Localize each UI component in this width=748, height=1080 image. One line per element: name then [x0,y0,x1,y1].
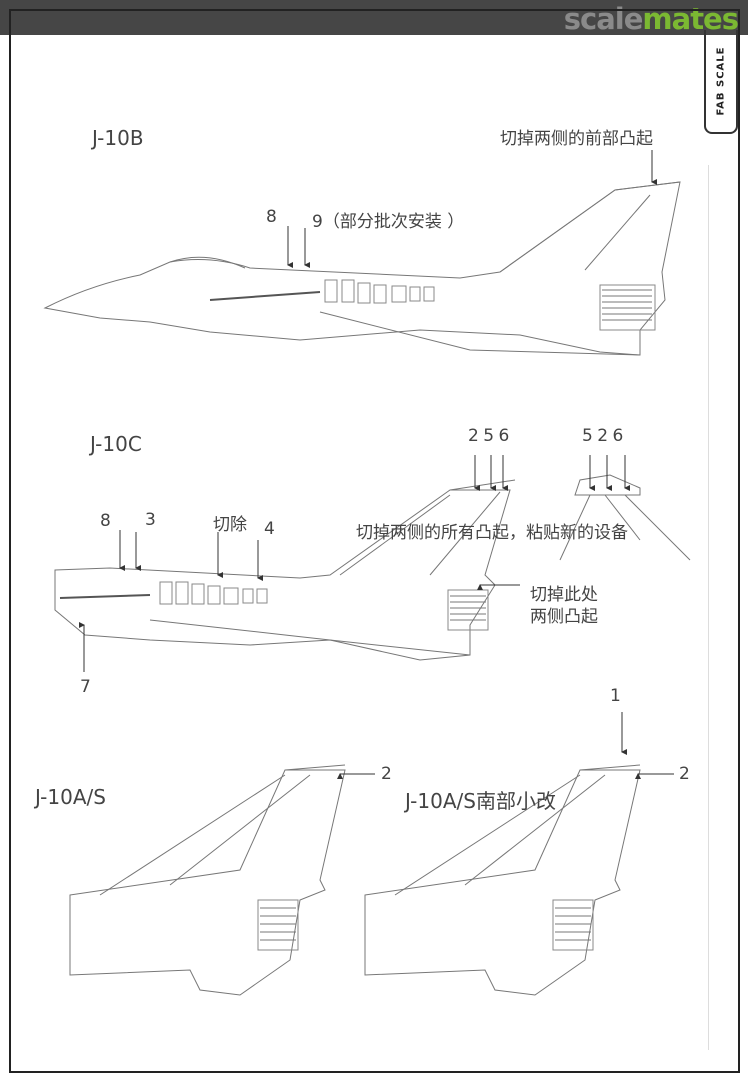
watermark-bar: scalemates [0,0,748,36]
j10as-mod-label-2: 2 [679,764,690,784]
j10b-tail-note: 切掉两侧的前部凸起 [500,129,653,149]
j10as-label-2: 2 [381,764,392,784]
j10b-label-9: 9（部分批次安装 ） [312,212,465,232]
j10c-title: J-10C [90,432,142,456]
j10as-mod-drawing [364,712,674,996]
j10b-drawing [43,150,681,356]
j10c-label-3: 3 [145,510,156,530]
j10as-mod-label-1: 1 [610,686,621,706]
divider [708,165,709,1050]
j10b-label-8: 8 [266,207,277,227]
page-border [9,9,740,1073]
j10as-mod-title: J-10A/S南部小改 [405,789,556,813]
j10c-tail-note: 切掉两侧的所有凸起，粘贴新的设备 [356,523,628,543]
j10c-tail-left-nums: 2 5 6 [468,426,510,446]
j10as-drawing [69,764,375,996]
j10c-tail-right-nums: 5 2 6 [582,426,624,446]
j10c-label-8: 8 [100,511,111,531]
j10c-label-4: 4 [264,519,275,539]
j10c-drawing [54,455,691,672]
j10c-label-cut: 切除 [213,515,247,535]
fab-scale-logo: FAB SCALE [704,30,738,134]
j10c-side-note-1: 切掉此处 [530,585,598,605]
j10c-side-note-2: 两侧凸起 [530,607,598,627]
j10b-title: J-10B [92,126,144,150]
scalemates-logo: scalemates [563,2,739,36]
j10as-title: J-10A/S [35,785,106,809]
j10c-label-7: 7 [80,677,91,697]
